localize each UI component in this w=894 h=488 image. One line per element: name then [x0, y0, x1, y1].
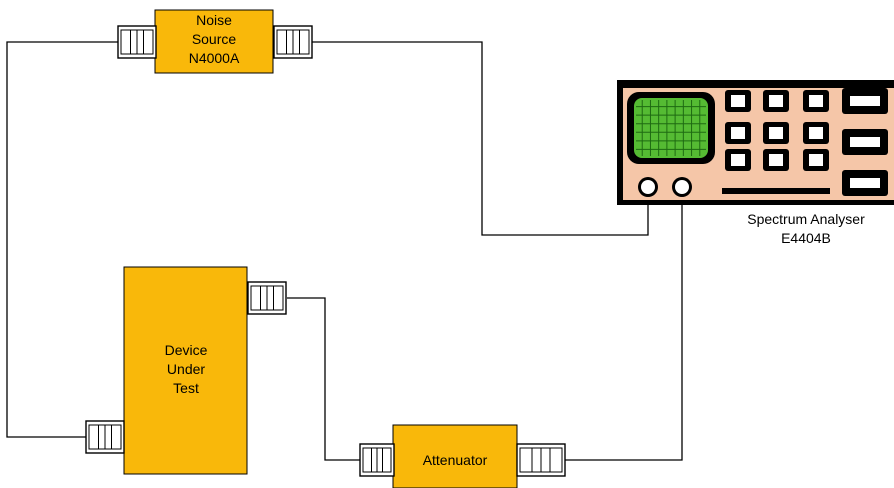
spectrum-analyser: Spectrum Analyser E4404B: [617, 80, 894, 246]
wire-noise-to-dut: [6, 41, 118, 438]
button-icon: [842, 170, 888, 196]
attenuator-box: [392, 424, 518, 488]
button-icon: [763, 149, 789, 171]
button-icon: [842, 88, 888, 114]
connector-icon: [247, 281, 287, 315]
connector-icon: [273, 25, 313, 59]
button-icon: [763, 122, 789, 144]
noise-source-label-line2: Source: [192, 31, 237, 47]
dut-label-line1: Device: [165, 342, 208, 358]
wire-dut-to-attenuator: [287, 297, 360, 461]
attenuator: Attenuator: [392, 424, 518, 488]
analyser-buttons: [725, 88, 888, 196]
wire-attenuator-to-analyser: [565, 197, 683, 461]
button-icon: [803, 149, 829, 171]
dut-box: [123, 266, 248, 475]
button-icon: [803, 122, 829, 144]
knob-icon: [672, 177, 692, 197]
button-icon: [725, 122, 751, 144]
connector-icon: [117, 25, 157, 59]
analyser-label-line1: Spectrum Analyser: [747, 211, 865, 227]
attenuator-label: Attenuator: [423, 452, 488, 468]
button-icon: [763, 90, 789, 112]
noise-source-label-line1: Noise: [196, 12, 232, 28]
button-icon: [725, 149, 751, 171]
analyser-label-line2: E4404B: [781, 230, 831, 246]
connector-icon: [516, 443, 566, 477]
noise-source: Noise Source N4000A: [154, 9, 274, 74]
dut-label-line3: Test: [173, 380, 199, 396]
button-icon: [725, 90, 751, 112]
connectors: [85, 25, 566, 477]
button-icon: [842, 129, 888, 155]
connector-icon: [359, 443, 395, 477]
connector-icon: [85, 420, 125, 454]
noise-source-box: [154, 9, 274, 74]
dut-label-line2: Under: [167, 361, 205, 377]
wire-noise-to-analyser: [312, 41, 649, 236]
noise-source-label-line3: N4000A: [189, 50, 240, 66]
analyser-slot: [722, 188, 830, 194]
screen-icon: [634, 98, 708, 158]
device-under-test: Device Under Test: [123, 266, 248, 475]
knob-icon: [638, 177, 658, 197]
button-icon: [803, 90, 829, 112]
wiring: [6, 41, 683, 461]
